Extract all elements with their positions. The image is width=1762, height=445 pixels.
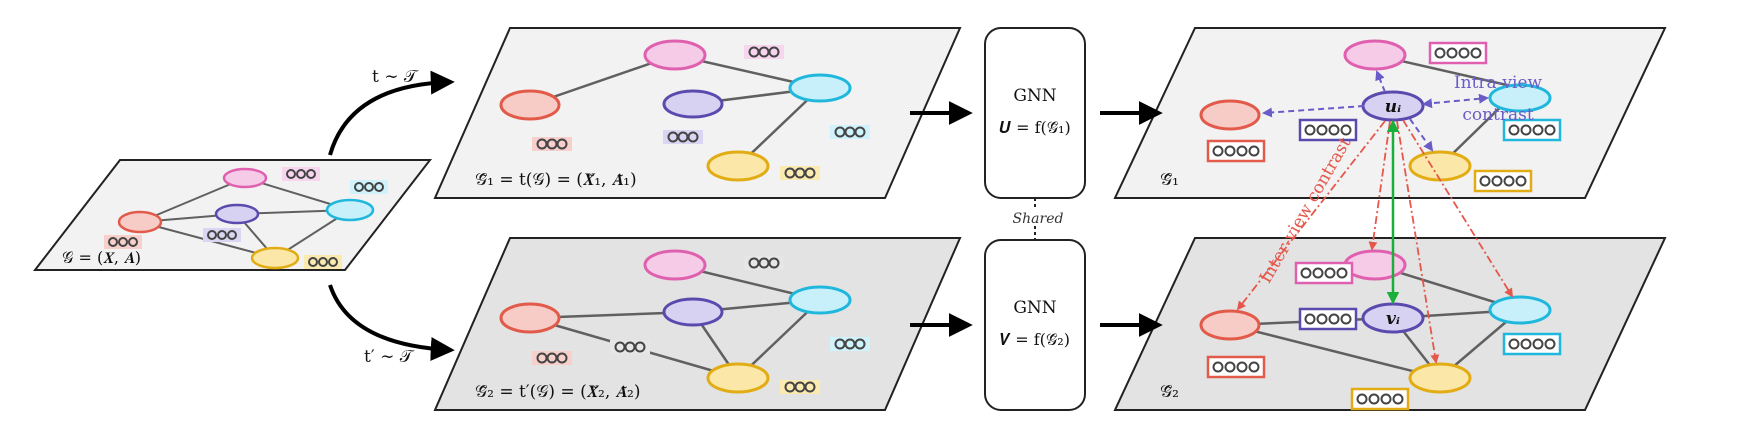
augmentation-label-bottom: t′ ∼ 𝒯 bbox=[364, 347, 415, 367]
embedding2-label: 𝒢̃₂ bbox=[1160, 382, 1179, 402]
node-pink bbox=[643, 249, 707, 281]
node-pink bbox=[643, 39, 707, 71]
augmentation-arrow-bottom bbox=[328, 284, 455, 362]
three-dot-feature-vector-icon bbox=[104, 45, 870, 394]
view2-label: 𝒢̃₂ = t′(𝒢) = (𝑿̃₂, 𝑨̃₂) bbox=[475, 382, 640, 402]
node-purple bbox=[214, 203, 260, 225]
node-v-label: 𝒗ᵢ bbox=[1386, 309, 1400, 329]
gnn-encoder-bottom bbox=[984, 239, 1086, 411]
intra-view-contrast-arrows bbox=[1262, 70, 1489, 152]
augmentation-label-top: t ∼ 𝒯 bbox=[372, 67, 419, 87]
shared-label: Shared bbox=[1013, 211, 1064, 227]
gnn-encoder-top bbox=[984, 27, 1086, 199]
intra-view-label-line1: Intra-view bbox=[1454, 73, 1543, 93]
node-purple bbox=[662, 89, 724, 119]
node-yellow bbox=[706, 150, 770, 182]
gnn-top-title: GNN bbox=[1013, 86, 1056, 106]
node-yellow bbox=[706, 362, 770, 394]
node-cyan bbox=[325, 198, 375, 222]
node-cyan bbox=[788, 73, 852, 103]
view2-graph bbox=[499, 249, 852, 394]
node-red bbox=[117, 210, 163, 234]
node-yellow bbox=[1408, 150, 1472, 182]
node-purple bbox=[662, 297, 724, 327]
view1-label: 𝒢̃₁ = t(𝒢) = (𝑿̃₁, 𝑨̃₁) bbox=[475, 170, 637, 190]
four-dot-feature-vector-icon bbox=[1206, 41, 1562, 411]
node-red bbox=[499, 302, 561, 334]
node-pink bbox=[1343, 39, 1407, 71]
node-cyan bbox=[1488, 295, 1552, 325]
node-pink bbox=[1343, 249, 1407, 281]
view1-graph bbox=[499, 39, 852, 182]
gnn-bottom-equation: 𝑽 = f(𝒢̃₂) bbox=[1000, 330, 1070, 349]
node-red bbox=[499, 89, 561, 121]
node-cyan bbox=[788, 285, 852, 315]
node-pink bbox=[222, 167, 268, 189]
augmentation-arrow-top bbox=[328, 70, 455, 156]
gnn-bottom-title: GNN bbox=[1013, 298, 1056, 318]
node-red bbox=[1199, 309, 1261, 341]
gnn-top-equation: 𝑼 = f(𝒢̃₁) bbox=[999, 118, 1071, 137]
node-yellow bbox=[250, 246, 300, 270]
node-yellow bbox=[1408, 362, 1472, 394]
node-cyan bbox=[1488, 83, 1552, 113]
node-u-label: 𝒖ᵢ bbox=[1385, 97, 1401, 117]
node-red bbox=[1199, 99, 1261, 131]
original-graph bbox=[117, 167, 375, 270]
embedding1-label: 𝒢̃₁ bbox=[1160, 170, 1179, 190]
original-graph-label: 𝒢 = (𝑿, 𝑨) bbox=[62, 248, 141, 267]
intra-view-label-line2: contrast bbox=[1462, 105, 1534, 125]
